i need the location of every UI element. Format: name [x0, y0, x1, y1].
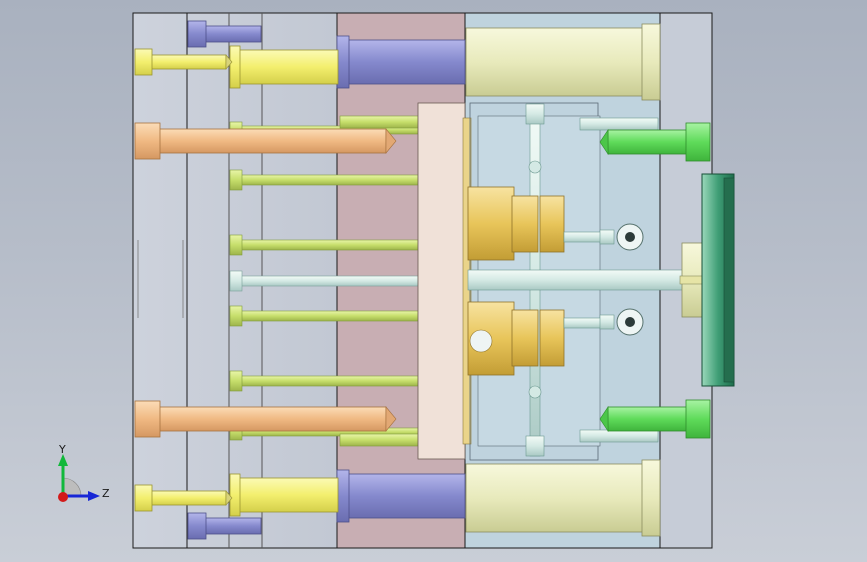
bolt-shank [599, 314, 615, 330]
gold-core-upper-step [511, 195, 539, 253]
yellow-pin-collar-top [229, 45, 241, 89]
lime-pin-head [229, 169, 243, 191]
green-pin-head-bottom [685, 399, 711, 439]
runner-gate [528, 385, 542, 399]
sprue-center [679, 275, 703, 285]
blue-bushing-top[interactable] [339, 39, 466, 85]
pin-tip [225, 54, 233, 70]
y-axis-label: Y [59, 443, 66, 456]
blue-pin-head-bottom [187, 512, 207, 540]
yellow-pin-collar-bottom [229, 473, 241, 517]
sprue-assembly [679, 173, 735, 387]
cream-cylinder-cap-top [641, 23, 661, 101]
lime-pin-head [229, 305, 243, 327]
z-arrow [88, 491, 100, 501]
yellow-pin-thin-bottom[interactable] [149, 490, 227, 506]
blue-pin-top[interactable] [204, 25, 262, 43]
green-pins [599, 122, 711, 439]
ejector-block[interactable] [417, 102, 466, 460]
green-pin-top[interactable] [607, 129, 689, 155]
yellow-pins [134, 45, 339, 517]
pale-rod[interactable] [579, 429, 659, 443]
blue-bushing-flange-top [336, 35, 350, 89]
pale-pin[interactable] [239, 275, 419, 287]
yellow-pin-thick-top[interactable] [237, 49, 339, 85]
green-pin-head-top [685, 122, 711, 162]
gold-core-upper[interactable] [467, 186, 515, 261]
runner-gate [528, 160, 542, 174]
triad-axes [58, 454, 100, 502]
lime-pin-head [229, 234, 243, 256]
pin-tip [599, 406, 609, 432]
lime-pin[interactable] [239, 310, 419, 322]
yellow-pin-thick-bottom[interactable] [237, 477, 339, 513]
bolt-center [625, 317, 635, 327]
guide-cylinders [187, 20, 661, 540]
pin-tip [385, 128, 397, 154]
bolt-center [625, 232, 635, 242]
blue-pin-bottom[interactable] [204, 517, 262, 535]
lime-pin-sleeve [339, 433, 419, 447]
lime-pin-sleeve [339, 115, 419, 129]
runner-cap-bottom [525, 435, 545, 457]
gold-core-lower-tip [539, 309, 565, 367]
bolt-shank [599, 229, 615, 245]
coordinate-triad [48, 440, 118, 510]
pale-rod[interactable] [563, 317, 605, 329]
core-slot [469, 329, 493, 353]
orange-return-pins [134, 122, 397, 438]
orange-pin-top[interactable] [157, 128, 387, 154]
yellow-pin-thin-top[interactable] [149, 54, 227, 70]
blue-bushing-flange-bottom [336, 469, 350, 523]
orange-pin-head-bottom [134, 400, 161, 438]
blue-bushing-bottom[interactable] [339, 473, 466, 519]
cavity-region [467, 102, 684, 461]
pin-tip [385, 406, 397, 432]
x-axis-origin [58, 492, 68, 502]
orange-pin-bottom[interactable] [157, 406, 387, 432]
pin-tip [599, 129, 609, 155]
yellow-pin-head-bottom [134, 484, 153, 512]
pale-rod[interactable] [579, 117, 659, 131]
gold-core-lower-step [511, 309, 539, 367]
cream-cylinder-cap-bottom [641, 459, 661, 537]
blue-pin-head-top [187, 20, 207, 48]
y-arrow [58, 454, 68, 466]
cream-cylinder-top[interactable] [465, 27, 645, 97]
center-rod[interactable] [467, 269, 684, 291]
lime-pin[interactable] [239, 375, 419, 387]
lime-pin[interactable] [239, 174, 419, 186]
yellow-pin-head-top [134, 48, 153, 76]
orange-pin-head-top [134, 122, 161, 160]
z-axis-label: Z [102, 487, 110, 500]
pale-pin-head [229, 270, 243, 292]
gold-core-upper-tip [539, 195, 565, 253]
locating-ring-rim [723, 177, 735, 383]
lime-pin[interactable] [239, 239, 419, 251]
cream-cylinder-bottom[interactable] [465, 463, 645, 533]
pin-tip [225, 490, 233, 506]
pale-rod[interactable] [563, 231, 605, 243]
lime-pin-head [229, 370, 243, 392]
runner-cap-top [525, 103, 545, 125]
green-pin-bottom[interactable] [607, 406, 689, 432]
